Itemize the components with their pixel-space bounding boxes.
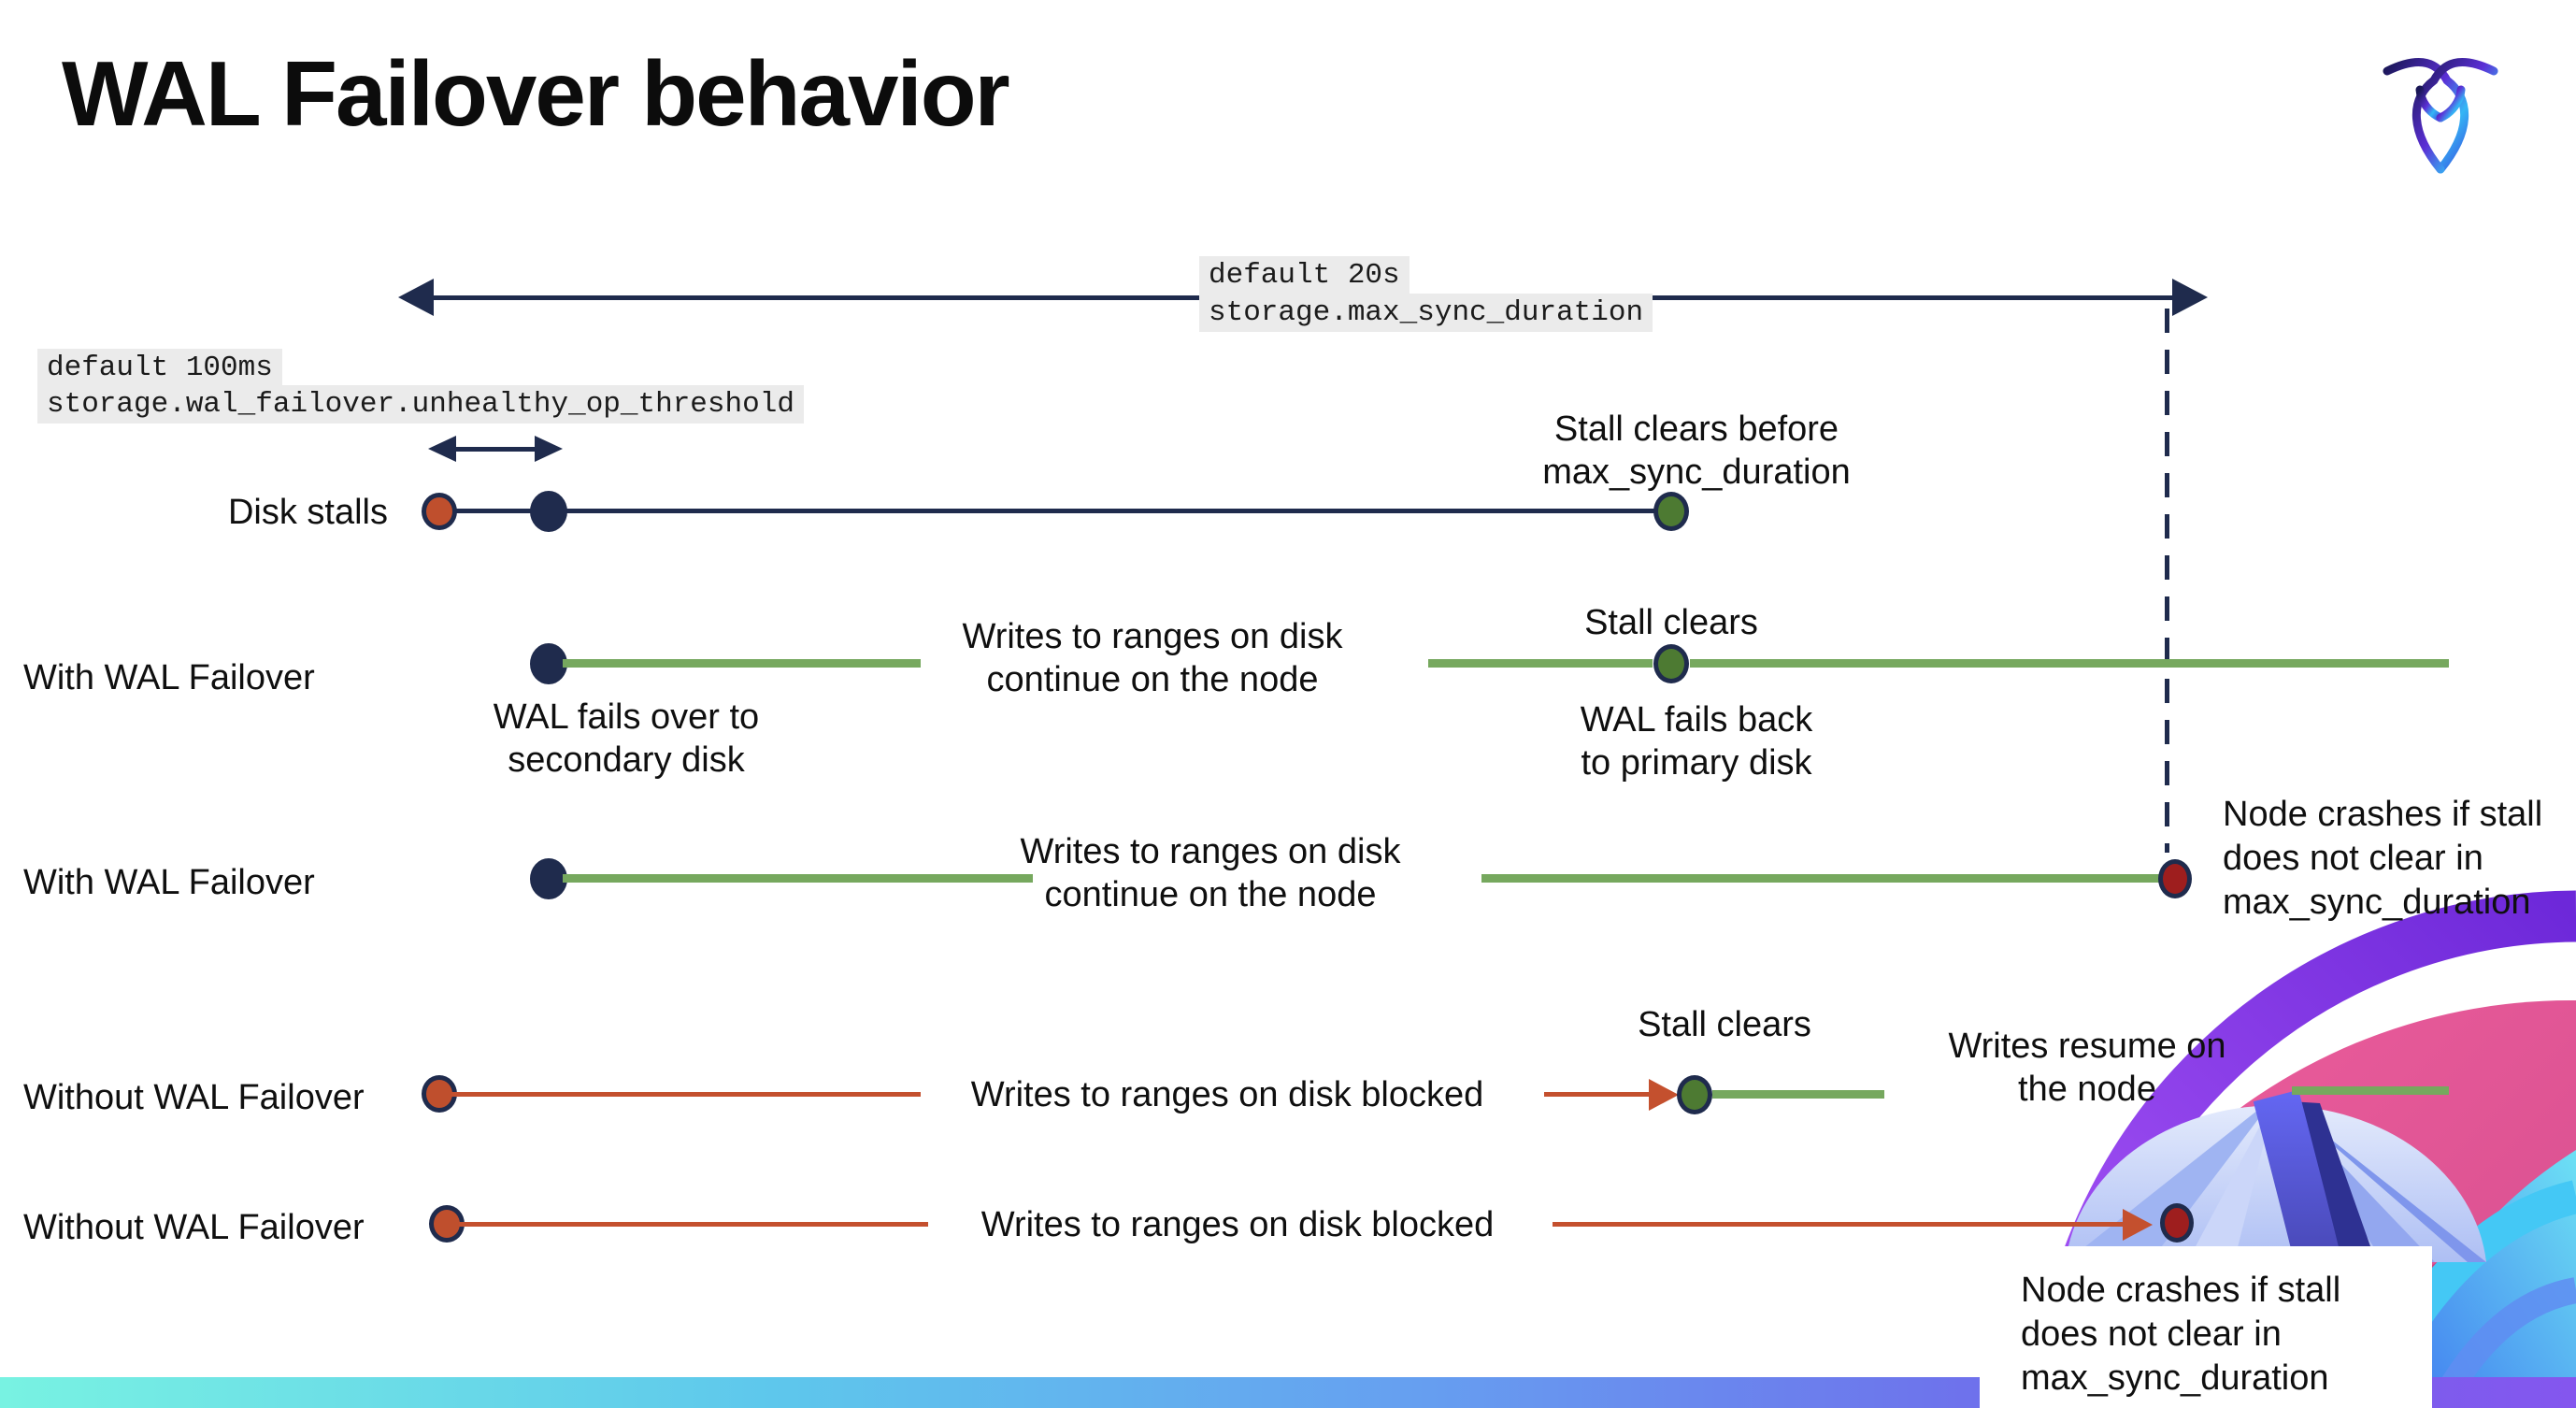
blocked-arrow-head-icon-2 [2123, 1209, 2153, 1241]
node-crashes-text-1: Node crashes if stall does not clear in … [2223, 795, 2543, 922]
blocked-arrow-head-icon-1 [1649, 1079, 1679, 1111]
row-label-disk-stalls: Disk stalls [227, 493, 388, 532]
threshold-arrow-left-head-icon [428, 436, 456, 462]
arrow-right-head-icon [2172, 279, 2208, 316]
writes-blocked-line-1 [451, 1092, 921, 1097]
row-label-without-wal-failover-2: Without WAL Failover [23, 1208, 365, 1247]
stall-clears-dot-2 [1653, 644, 1689, 683]
max-sync-default-label: default 20s [1199, 256, 1410, 295]
writes-resume-line-b [2292, 1086, 2449, 1095]
max-sync-deadline-dashed-line [2165, 309, 2169, 853]
writes-resume-line-a [1712, 1090, 1884, 1099]
row-label-with-wal-failover-2: With WAL Failover [23, 863, 315, 902]
stall-clears-before-text: Stall clears before max_sync_duration [1542, 409, 1851, 492]
threshold-default-label: default 100ms [37, 349, 282, 387]
writes-resume-text: Writes resume on the node [1948, 1027, 2226, 1109]
node-crash-dot-2 [2160, 1203, 2194, 1243]
failover-start-dot [530, 643, 567, 684]
writes-continue-line-a [563, 659, 921, 668]
wal-fails-back-text: WAL fails back to primary disk [1580, 700, 1813, 783]
stall-clears-text-1: Stall clears [1584, 603, 1758, 642]
max-sync-setting-label: storage.max_sync_duration [1199, 294, 1653, 332]
failover-threshold-dot [530, 491, 567, 532]
stall-clears-text-2: Stall clears [1638, 1005, 1811, 1044]
failover-start-dot-2 [530, 858, 567, 899]
writes-blocked-text-1: Writes to ranges on disk blocked [970, 1075, 1484, 1114]
row-label-without-wal-failover-1: Without WAL Failover [23, 1078, 365, 1117]
node-crashes-text-2: Node crashes if stall does not clear in … [2021, 1271, 2341, 1398]
disk-stall-timeline [439, 509, 1673, 513]
row-label-with-wal-failover-1: With WAL Failover [23, 658, 315, 697]
threshold-arrow-right-head-icon [535, 436, 563, 462]
writes-continue-line-b [1428, 659, 1653, 668]
arrow-left-head-icon [398, 279, 434, 316]
blocked-arrow-line-2 [1553, 1222, 2123, 1227]
wal-fails-over-text: WAL fails over to secondary disk [493, 697, 760, 780]
stall-clears-dot [1653, 492, 1689, 531]
page-title: WAL Failover behavior [62, 42, 1010, 145]
writes-continue2-line-a [563, 874, 1033, 883]
threshold-arrow-line [454, 447, 537, 452]
writes-continue-text-1: Writes to ranges on disk continue on the… [962, 617, 1343, 699]
writes-blocked-line-2 [459, 1222, 928, 1227]
writes-blocked-text-2: Writes to ranges on disk blocked [980, 1205, 1495, 1244]
writes-continue-line-c [1690, 659, 2449, 668]
threshold-setting-label: storage.wal_failover.unhealthy_op_thresh… [37, 385, 804, 424]
node-crash-dot-1 [2158, 859, 2192, 898]
stall-clears-dot-3 [1677, 1075, 1712, 1114]
stall-start-dot [422, 493, 457, 530]
cockroachdb-logo-icon [2383, 58, 2498, 174]
node-crashes-callout-box: Node crashes if stall does not clear in … [1980, 1246, 2432, 1408]
writes-continue-text-2: Writes to ranges on disk continue on the… [1020, 832, 1401, 914]
blocked-arrow-line-1 [1544, 1092, 1649, 1097]
writes-continue2-line-b [1481, 874, 2161, 883]
